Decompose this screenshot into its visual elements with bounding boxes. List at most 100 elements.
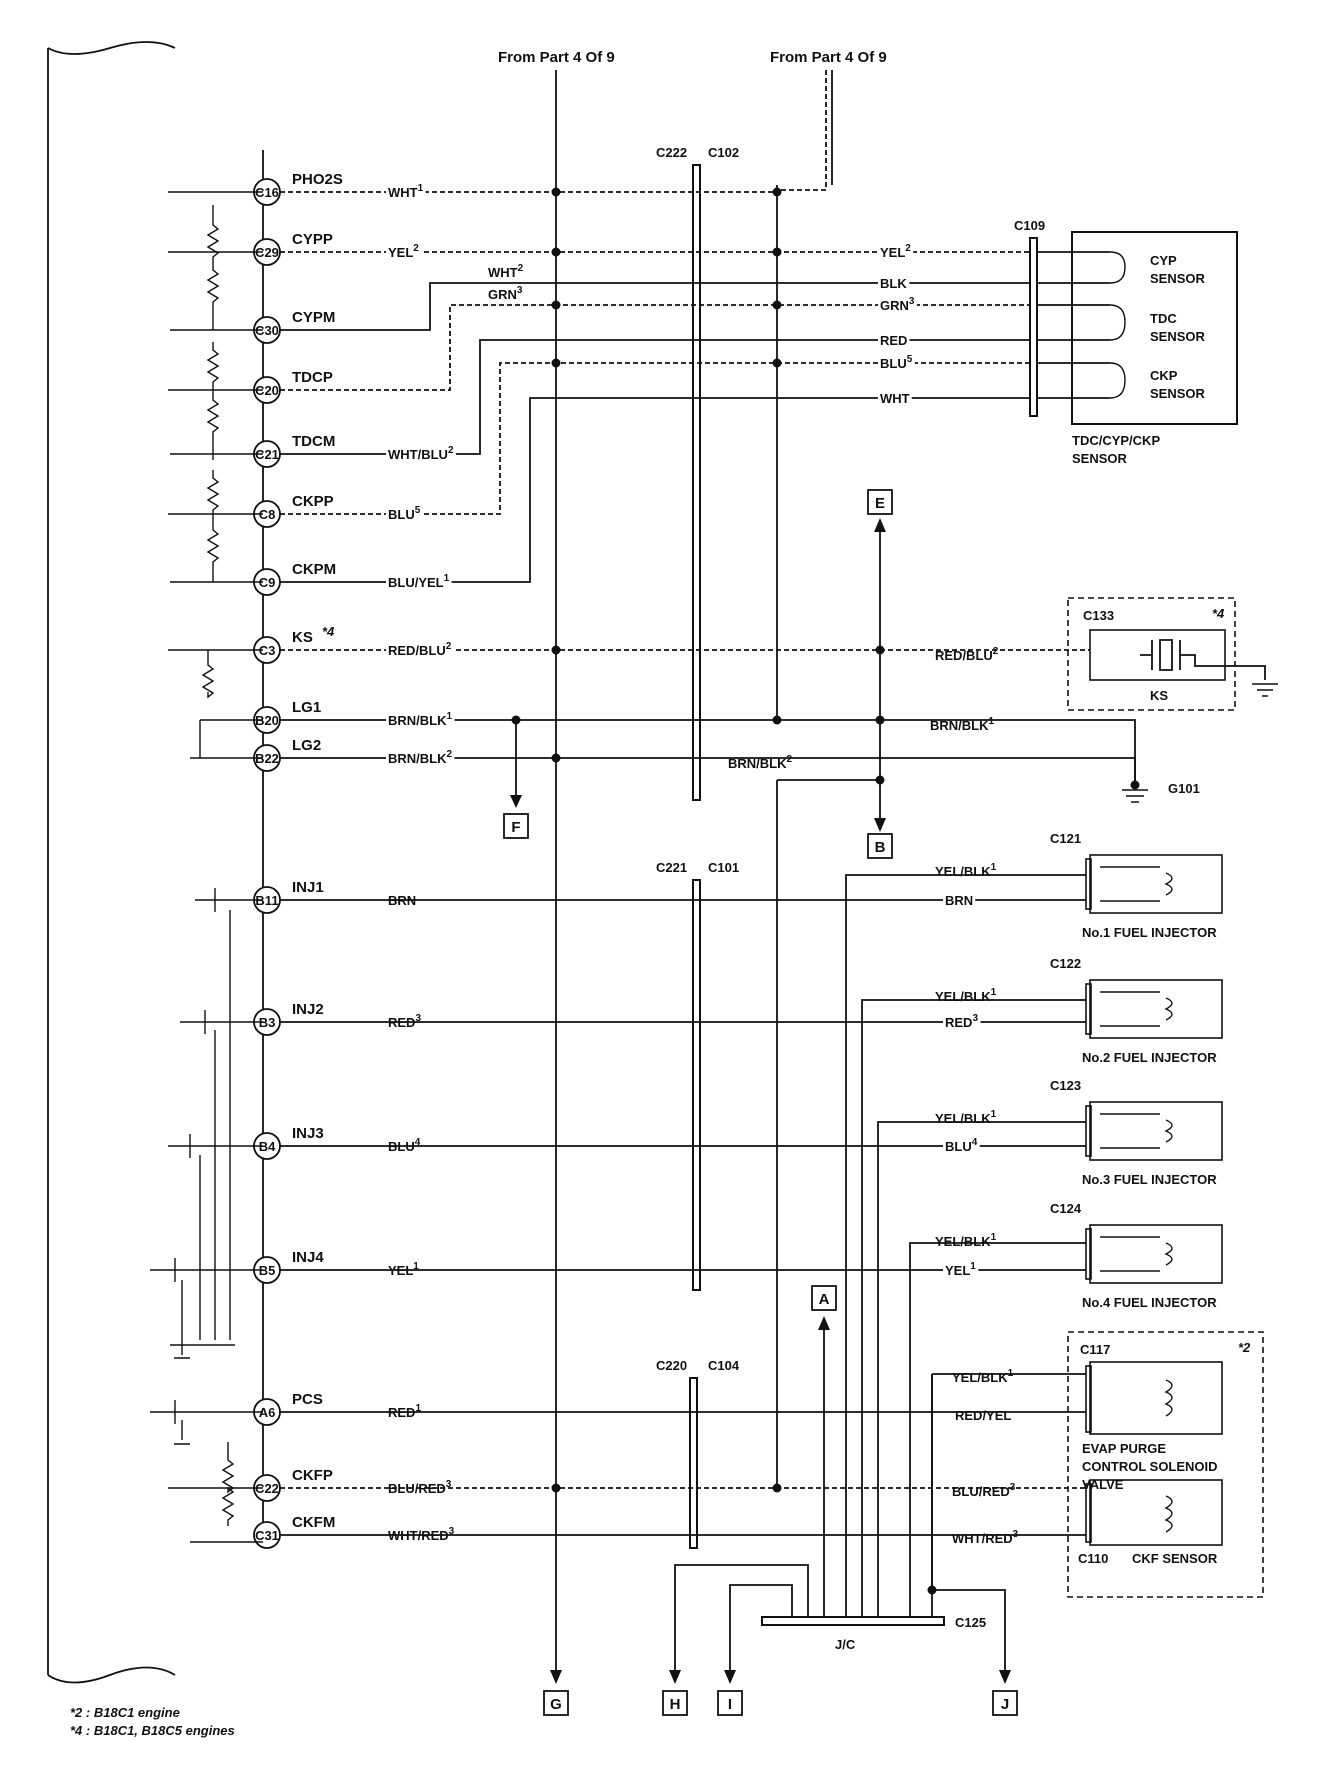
feed-sup: 1 [991, 1109, 997, 1120]
cyp-sensor-label-1: CYP [1150, 253, 1177, 268]
connector-c104-bar [689, 1377, 698, 1549]
ref-box-letter: F [511, 819, 520, 836]
pin-id: B20 [255, 713, 279, 728]
sensor-wire-bg [878, 243, 914, 260]
pin-name: PCS [292, 1391, 323, 1408]
ref-box-letter: E [875, 495, 885, 512]
injector-wire-label: RED3 [945, 1013, 978, 1030]
ground-wire-1: BRN/BLK1 [930, 716, 995, 733]
connector-c109-bar [1029, 237, 1038, 417]
wire-sup: 2 [447, 749, 453, 760]
injector-wire-bg [943, 1137, 980, 1154]
wire-sup: 3 [446, 1479, 452, 1490]
injector-coil [1164, 1242, 1173, 1266]
injector-wire-bg [943, 1261, 979, 1278]
wire-label-bg [386, 183, 426, 200]
arrow-f [510, 795, 522, 808]
wire-label-bg [386, 573, 452, 590]
wire-sup: 3 [449, 1526, 455, 1537]
feed-sup: 1 [991, 1232, 997, 1243]
wire-color: RED [945, 1015, 972, 1030]
injector-conn: C123 [1050, 1078, 1081, 1093]
arrow-b [874, 818, 886, 832]
conn-c133: C133 [1083, 608, 1114, 623]
arrow-i [724, 1670, 736, 1684]
ckf-splice-b [772, 1483, 782, 1493]
injector-lines [1100, 866, 1160, 902]
pin-name: CYPP [292, 231, 333, 248]
wire-c30 [280, 282, 1030, 331]
wire-label-bg [386, 243, 422, 260]
cyp-leads [1037, 251, 1110, 284]
injector-wire-label: YEL1 [945, 1261, 976, 1278]
arrow-e [874, 518, 886, 532]
g101-label: G101 [1168, 781, 1200, 796]
sensor-wire-bg [878, 296, 917, 313]
ckp-sensor-label-2: SENSOR [1150, 386, 1206, 401]
ecm-pins: C16PHO2SWHT1C29CYPPYEL2C30CYPMWHT2C20TDC… [253, 171, 526, 1549]
pin-id: C8 [259, 507, 276, 522]
sensor-wire-color: GRN [880, 298, 909, 313]
ckp-sensor-label-1: CKP [1150, 368, 1178, 383]
ref-box-frame [811, 1285, 837, 1311]
ref-box-b: B [867, 833, 893, 859]
footnote-2: *4 : B18C1, B18C5 engines [70, 1723, 235, 1738]
ref-box-a: A [811, 1285, 837, 1311]
ckf-connector [1085, 1483, 1092, 1543]
wire-to-i [729, 1584, 793, 1680]
arrow-g [550, 1670, 562, 1684]
ckf-label: CKF SENSOR [1132, 1551, 1218, 1566]
pin-id: C21 [255, 447, 279, 462]
wire-label-bg [486, 263, 526, 280]
sensor-wire-bg [878, 333, 910, 348]
pin-name: INJ3 [292, 1125, 324, 1142]
evap-wires [280, 1373, 1086, 1413]
wire-color: WHT [388, 185, 418, 200]
ks-element [1140, 639, 1266, 680]
injector-lines [1100, 1113, 1160, 1149]
conn-c222: C222 [656, 145, 687, 160]
conn-c102: C102 [708, 145, 739, 160]
ref-box-letter: J [1001, 1696, 1009, 1713]
wire-label-c30: WHT2 [488, 263, 524, 280]
feed-line-right [777, 70, 827, 191]
feed-color: YEL/BLK [935, 1111, 991, 1126]
sensor-wire-sup: 2 [905, 243, 911, 254]
ckf-coil [1164, 1495, 1173, 1533]
injector-conn: C121 [1050, 831, 1081, 846]
sensor-wire-sup: 3 [909, 296, 915, 307]
sensor-wire-color: BLU [880, 356, 907, 371]
ref-box-e: E [867, 489, 893, 515]
injector-coil [1164, 872, 1173, 896]
ecm-outline-bottom [47, 1666, 176, 1684]
ks-wire-label: RED/BLU2 [935, 646, 999, 663]
evap-wire-label: RED/YEL [955, 1408, 1011, 1423]
injector-connector [1085, 983, 1092, 1035]
wire-label-bg [386, 749, 455, 766]
pin-name: CKPM [292, 561, 336, 578]
wire-label-bg [486, 285, 525, 302]
pin-id: C20 [255, 383, 279, 398]
pin-name: INJ1 [292, 879, 324, 896]
wire-label-c21: WHT/BLU2 [388, 445, 454, 462]
wire-sup: 2 [413, 243, 419, 254]
ref-box-frame [992, 1690, 1018, 1716]
ref-box-g: G [543, 1690, 569, 1716]
from-label-left: From Part 4 Of 9 [498, 49, 615, 66]
conn-c125: C125 [955, 1615, 986, 1630]
conn-c117: C117 [1080, 1342, 1110, 1357]
wire-c8 [280, 362, 1030, 515]
injector-wire-bg [943, 1013, 981, 1030]
connector-c101-bar [692, 879, 701, 1291]
sensor-coils [1109, 251, 1126, 399]
wire-color: YEL [945, 1263, 970, 1278]
ref-box-frame [717, 1690, 743, 1716]
ground-wire-join [1020, 719, 1136, 785]
